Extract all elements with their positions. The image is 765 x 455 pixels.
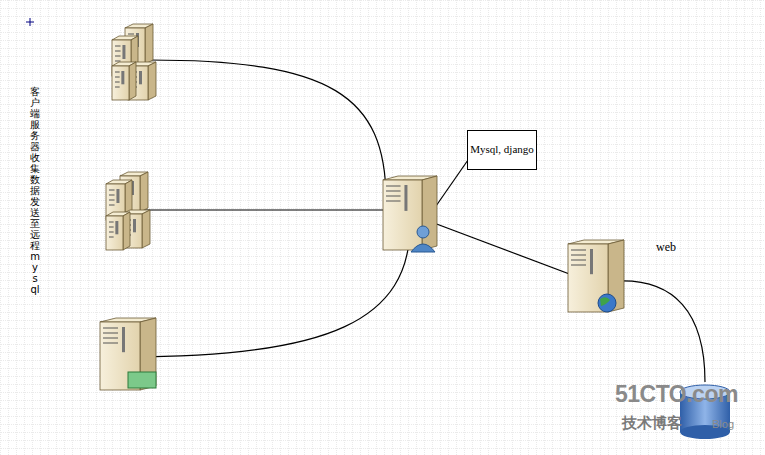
watermark: 51CTO.com: [615, 381, 738, 408]
server-tower: [100, 318, 156, 390]
server-tower: [568, 240, 624, 312]
vertical-note: 客户端服务器收集数据发送至远程mysql: [30, 86, 40, 295]
money-badge: [128, 372, 156, 388]
server-tower: [106, 212, 130, 250]
callout-text: Mysql, django: [470, 143, 534, 157]
user-icon: [411, 226, 435, 252]
watermark: Blog: [712, 418, 734, 430]
globe-icon: [598, 294, 616, 312]
callout-box: Mysql, django: [467, 130, 537, 170]
server-label: web: [656, 240, 676, 255]
watermark: 技术博客: [622, 414, 682, 433]
server-tower: [112, 62, 136, 100]
wires: [128, 60, 705, 382]
server-tower: [383, 176, 437, 250]
cross-mark: [26, 18, 34, 26]
server-tower: [128, 62, 156, 100]
